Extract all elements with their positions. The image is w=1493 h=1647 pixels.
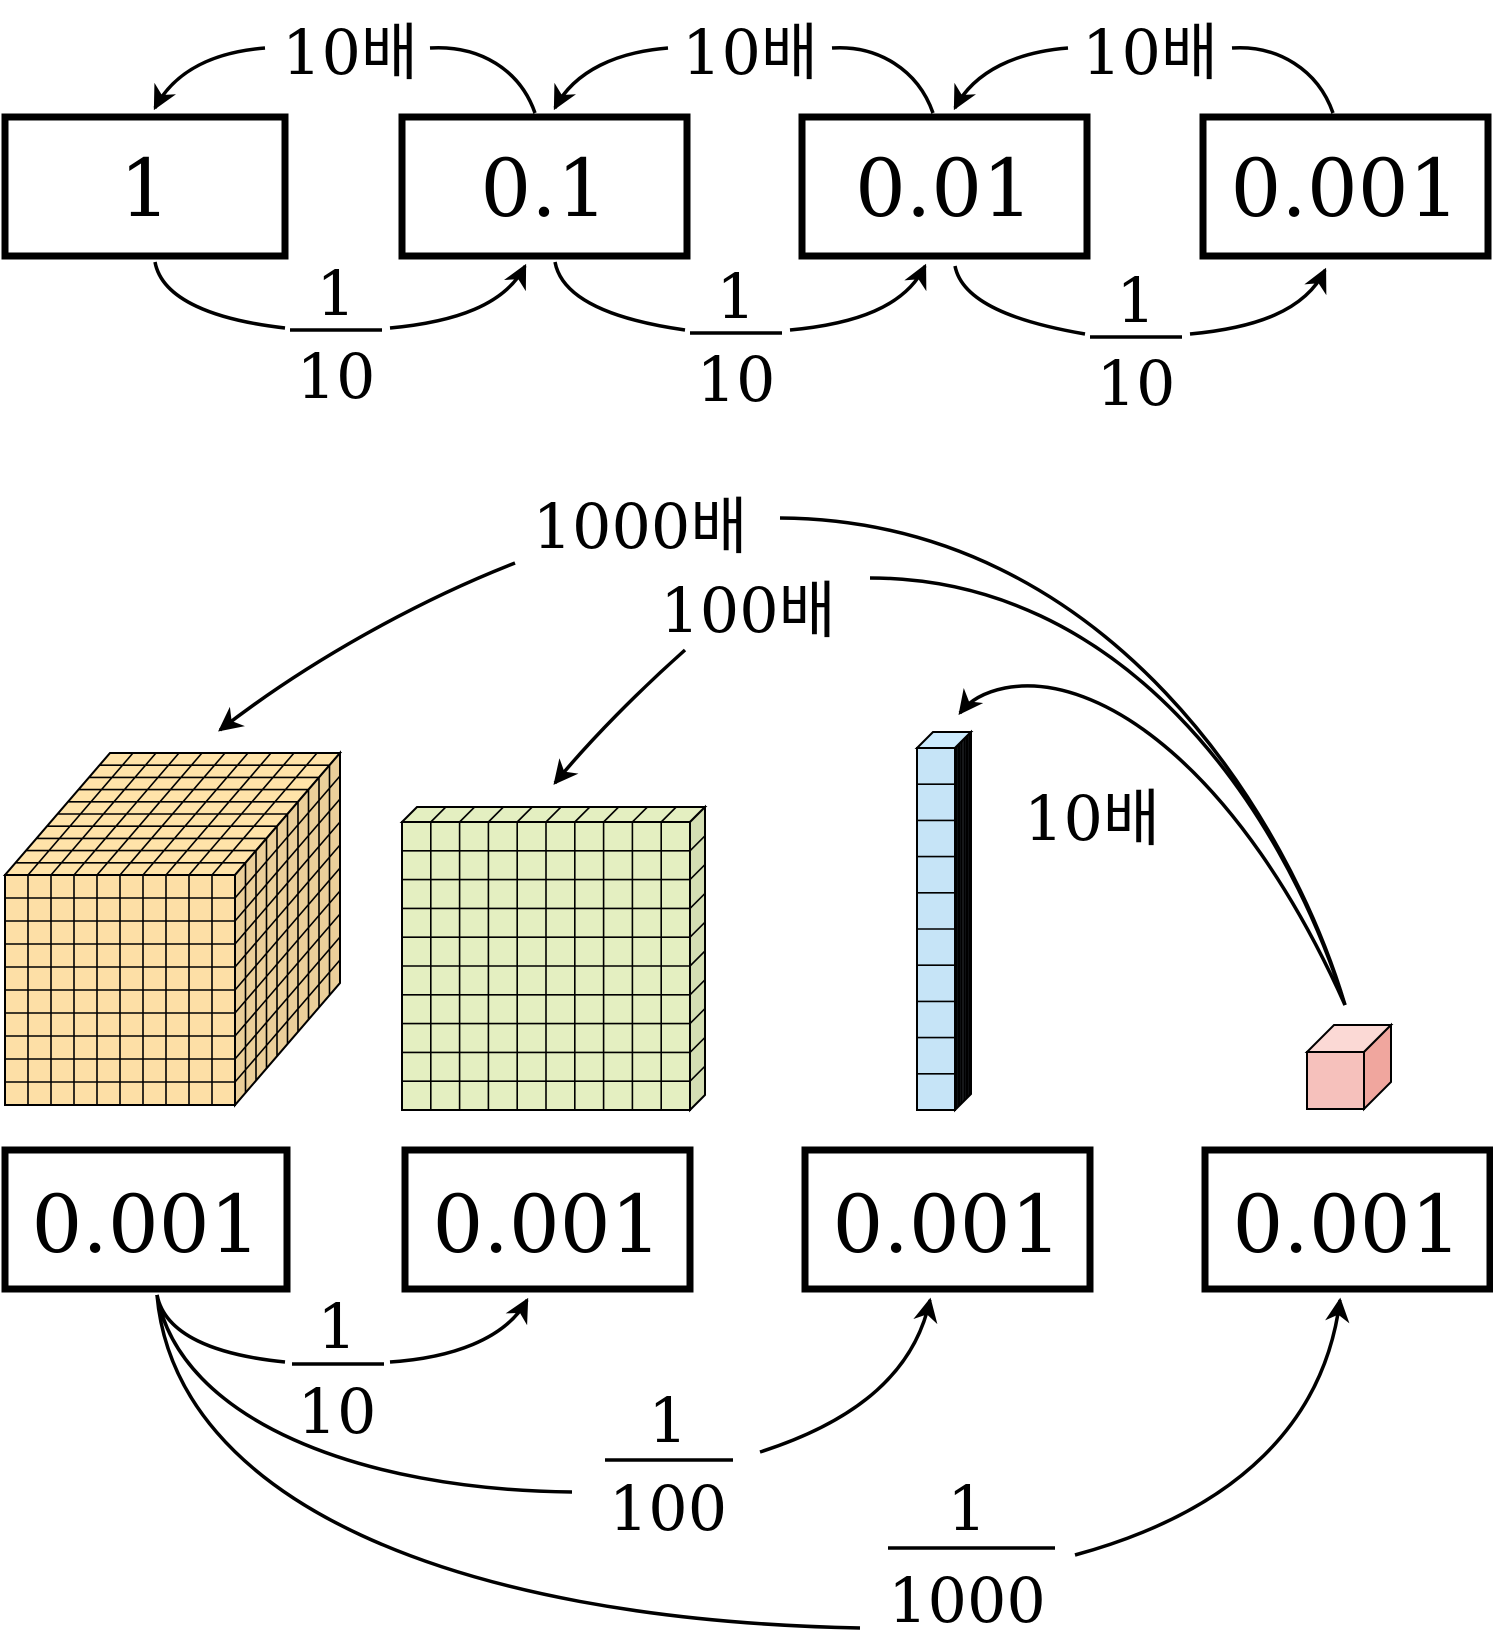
bottom-box-1-value: 0.001 [31, 1178, 260, 1271]
unit-front-face-fill [1306, 1051, 1365, 1110]
grid-line [459, 806, 476, 823]
divide-fraction-1-denominator: 10 [297, 340, 376, 413]
grid-line [689, 892, 706, 909]
top-box-4-value: 0.001 [1230, 142, 1459, 235]
divide-fraction-3-numerator: 1 [1116, 264, 1155, 337]
hundred-flat [399, 804, 708, 1113]
grid-line [689, 950, 706, 967]
top-box-1-value: 1 [120, 142, 171, 235]
divide-fraction-3-denominator: 10 [1097, 347, 1176, 420]
top-box-2-value: 0.1 [480, 142, 607, 235]
grid-line [631, 806, 648, 823]
times-label-2: 10배 [682, 16, 818, 89]
thousand-times-arrow [779, 516, 1347, 1006]
bottom-box-1 [1, 1146, 291, 1293]
thousand-block [2, 750, 343, 1108]
thousand-times-arrow-head [218, 561, 516, 732]
hundredth-denominator: 100 [609, 1472, 727, 1545]
bottom-row: 0.001 0.001 0.001 0.001 1 10 1 100 1 100… [1, 1146, 1493, 1637]
hundred-times-arrow-head [553, 648, 687, 785]
ten-rod [914, 729, 974, 1113]
times-label-3: 10배 [1082, 16, 1218, 89]
ten-times-label: 10배 [1024, 782, 1160, 855]
cube-front-face [4, 874, 236, 1106]
bottom-box-2-value: 0.001 [432, 1178, 661, 1271]
grid-line [916, 731, 934, 749]
bottom-box-3-value: 0.001 [832, 1178, 1061, 1271]
grid-line [689, 1094, 706, 1111]
flat-front-face [401, 821, 691, 1111]
grid-line [545, 806, 562, 823]
flat-side-face [689, 804, 706, 1113]
divide-fraction-2-denominator: 10 [697, 343, 776, 416]
hundredth-arrow [155, 1295, 930, 1494]
hundredth-numerator: 1 [648, 1384, 687, 1457]
top-box-1 [1, 113, 289, 260]
thousandth-numerator: 1 [947, 1472, 986, 1545]
top-row: 1 0.1 0.01 0.001 10배 10배 10배 1 10 1 10 1… [1, 16, 1492, 420]
hundred-times-arrow [869, 576, 1347, 1006]
times-arrow-1 [155, 46, 537, 113]
unit-front-face [1306, 1051, 1365, 1110]
grid-line [487, 806, 504, 823]
rod-front-face [916, 747, 956, 1111]
times-label-1: 10배 [282, 16, 418, 89]
grid-line [689, 921, 706, 938]
grid-line [689, 1036, 706, 1053]
tenth-denominator: 10 [298, 1375, 377, 1448]
rod-side-face [954, 729, 972, 1113]
grid-line [660, 806, 677, 823]
divide-arrow-1 [153, 262, 525, 330]
grid-line [689, 979, 706, 996]
times-arrow-3 [955, 46, 1335, 113]
grid-line [689, 835, 706, 852]
divide-arrow-3 [953, 266, 1325, 336]
grid-line [401, 806, 418, 823]
grid-line [689, 864, 706, 881]
multiplier-arrows: 1000배 100배 10배 [218, 490, 1347, 1006]
divide-fraction-2-numerator: 1 [716, 260, 755, 333]
bottom-box-4-value: 0.001 [1232, 1178, 1461, 1271]
top-box-4 [1199, 113, 1492, 260]
tenth-numerator: 1 [317, 1290, 356, 1363]
thousandth-arrow [155, 1295, 1340, 1630]
grid-line [689, 1065, 706, 1082]
divide-fraction-1-numerator: 1 [316, 257, 355, 330]
grid-line [603, 806, 620, 823]
thousand-times-label: 1000배 [533, 490, 748, 563]
hundred-times-label: 100배 [660, 574, 835, 647]
grid-line [689, 806, 706, 823]
divide-arrow-2 [553, 262, 925, 332]
bottom-box-4 [1201, 1146, 1493, 1293]
grid-line [516, 806, 533, 823]
grid-line [689, 1008, 706, 1025]
flat-top-face [399, 806, 708, 823]
unit-cube [1304, 1022, 1394, 1112]
ten-times-arrow [958, 684, 1347, 1006]
grid-line [430, 806, 447, 823]
grid-line [574, 806, 591, 823]
thousandth-denominator: 1000 [888, 1564, 1046, 1637]
times-arrow-2 [555, 46, 935, 113]
top-box-3-value: 0.01 [855, 142, 1033, 235]
